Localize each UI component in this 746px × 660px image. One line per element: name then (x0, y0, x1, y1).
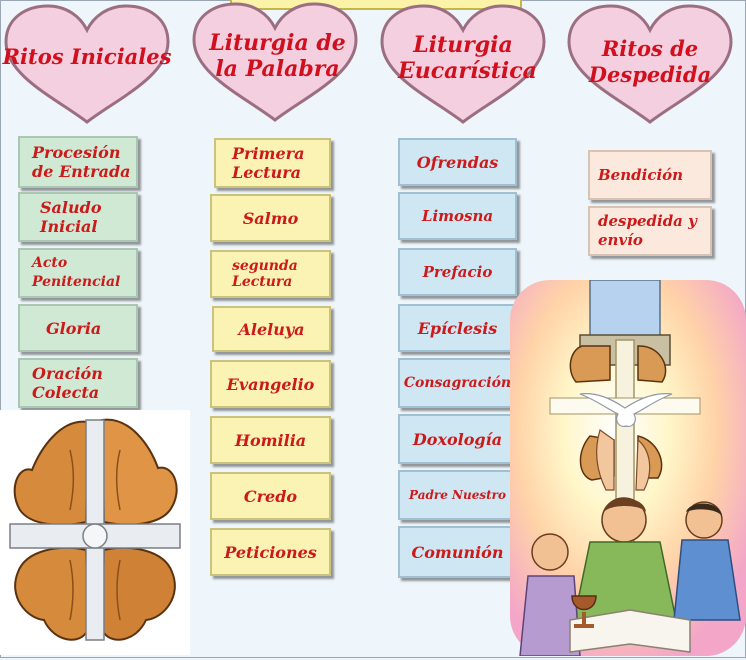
heart-shape (567, 4, 733, 124)
item-bendicion: Bendición (588, 150, 712, 200)
item-prefacio: Prefacio (398, 248, 517, 296)
item-evangelio: Evangelio (210, 360, 331, 408)
heart-ritos-despedida: Ritos de Despedida (565, 4, 735, 124)
heading-ritos-iniciales: Ritos Iniciales (2, 44, 172, 69)
item-comunion: Comunión (398, 526, 517, 578)
item-oracion-colecta: Oración Colecta (18, 358, 138, 408)
heart-shape (4, 4, 170, 124)
item-doxologia: Doxología (398, 414, 517, 464)
item-procesion-entrada: Procesión de Entrada (18, 136, 138, 188)
item-segunda-lectura: segunda Lectura (210, 250, 331, 298)
item-peticiones: Peticiones (210, 528, 331, 576)
item-gloria: Gloria (18, 304, 138, 352)
item-epiclesis: Epíclesis (398, 304, 517, 352)
item-credo: Credo (210, 472, 331, 520)
heart-shape (192, 2, 358, 122)
heading-liturgia-palabra: Liturgia de la Palabra (209, 30, 346, 82)
item-acto-penitencial: Acto Penitencial (18, 248, 138, 298)
heart-shape (380, 4, 546, 124)
item-aleluya: Aleluya (212, 306, 331, 352)
item-saludo-inicial: Saludo Inicial (18, 192, 138, 242)
item-consagracion: Consagración (398, 358, 517, 408)
eucharist-illustration (510, 279, 746, 657)
item-padre-nuestro: Padre Nuestro (398, 470, 517, 520)
item-salmo: Salmo (210, 194, 331, 242)
item-limosna: Limosna (398, 192, 517, 240)
heart-liturgia-eucaristica: Liturgia Eucarística (378, 4, 548, 124)
heart-ritos-iniciales: Ritos Iniciales (2, 4, 172, 124)
bread-illustration (0, 410, 190, 655)
item-ofrendas: Ofrendas (398, 138, 517, 186)
heart-liturgia-palabra: Liturgia de la Palabra (190, 2, 360, 122)
item-despedida-envio: despedida y envío (588, 206, 712, 256)
heading-ritos-despedida: Ritos de Despedida (588, 36, 712, 87)
item-primera-lectura: Primera Lectura (214, 138, 331, 188)
heading-liturgia-eucaristica: Liturgia Eucarística (398, 32, 537, 84)
item-homilia: Homilia (210, 416, 331, 464)
